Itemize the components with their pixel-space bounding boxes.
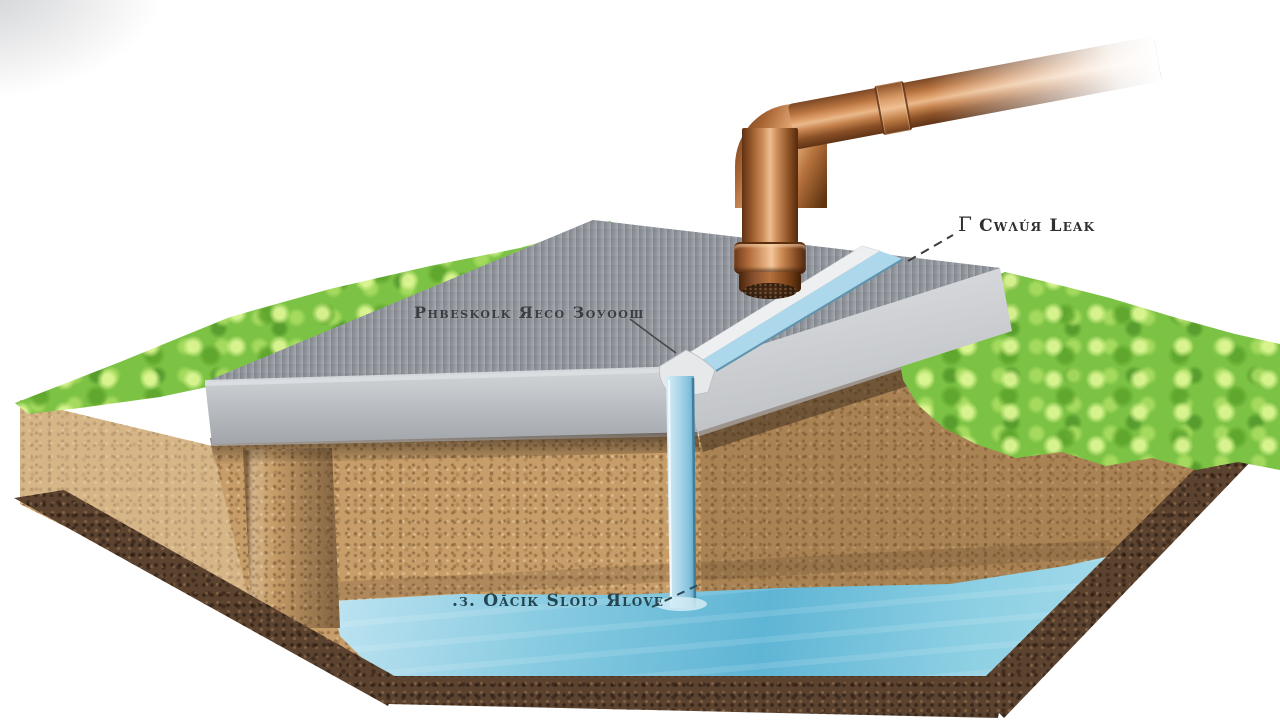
slab-label: Phbeskolk Яeco Зоуоош xyxy=(414,303,645,322)
copper-coupling xyxy=(734,242,806,274)
leak-label-text: Cwλúя Leak xyxy=(979,216,1096,236)
leak-label-bracket: Γ xyxy=(958,212,974,236)
soil-pillar-shading xyxy=(243,448,340,628)
slab-label-text: Phbeskolk Яeco Зоуоош xyxy=(414,303,645,322)
water-label-text: .з. Оācік Sloіɔ Яlove xyxy=(452,591,665,611)
water-label: .з. Оācік Sloіɔ Яlove xyxy=(452,591,664,611)
copper-end-cap xyxy=(743,283,797,299)
